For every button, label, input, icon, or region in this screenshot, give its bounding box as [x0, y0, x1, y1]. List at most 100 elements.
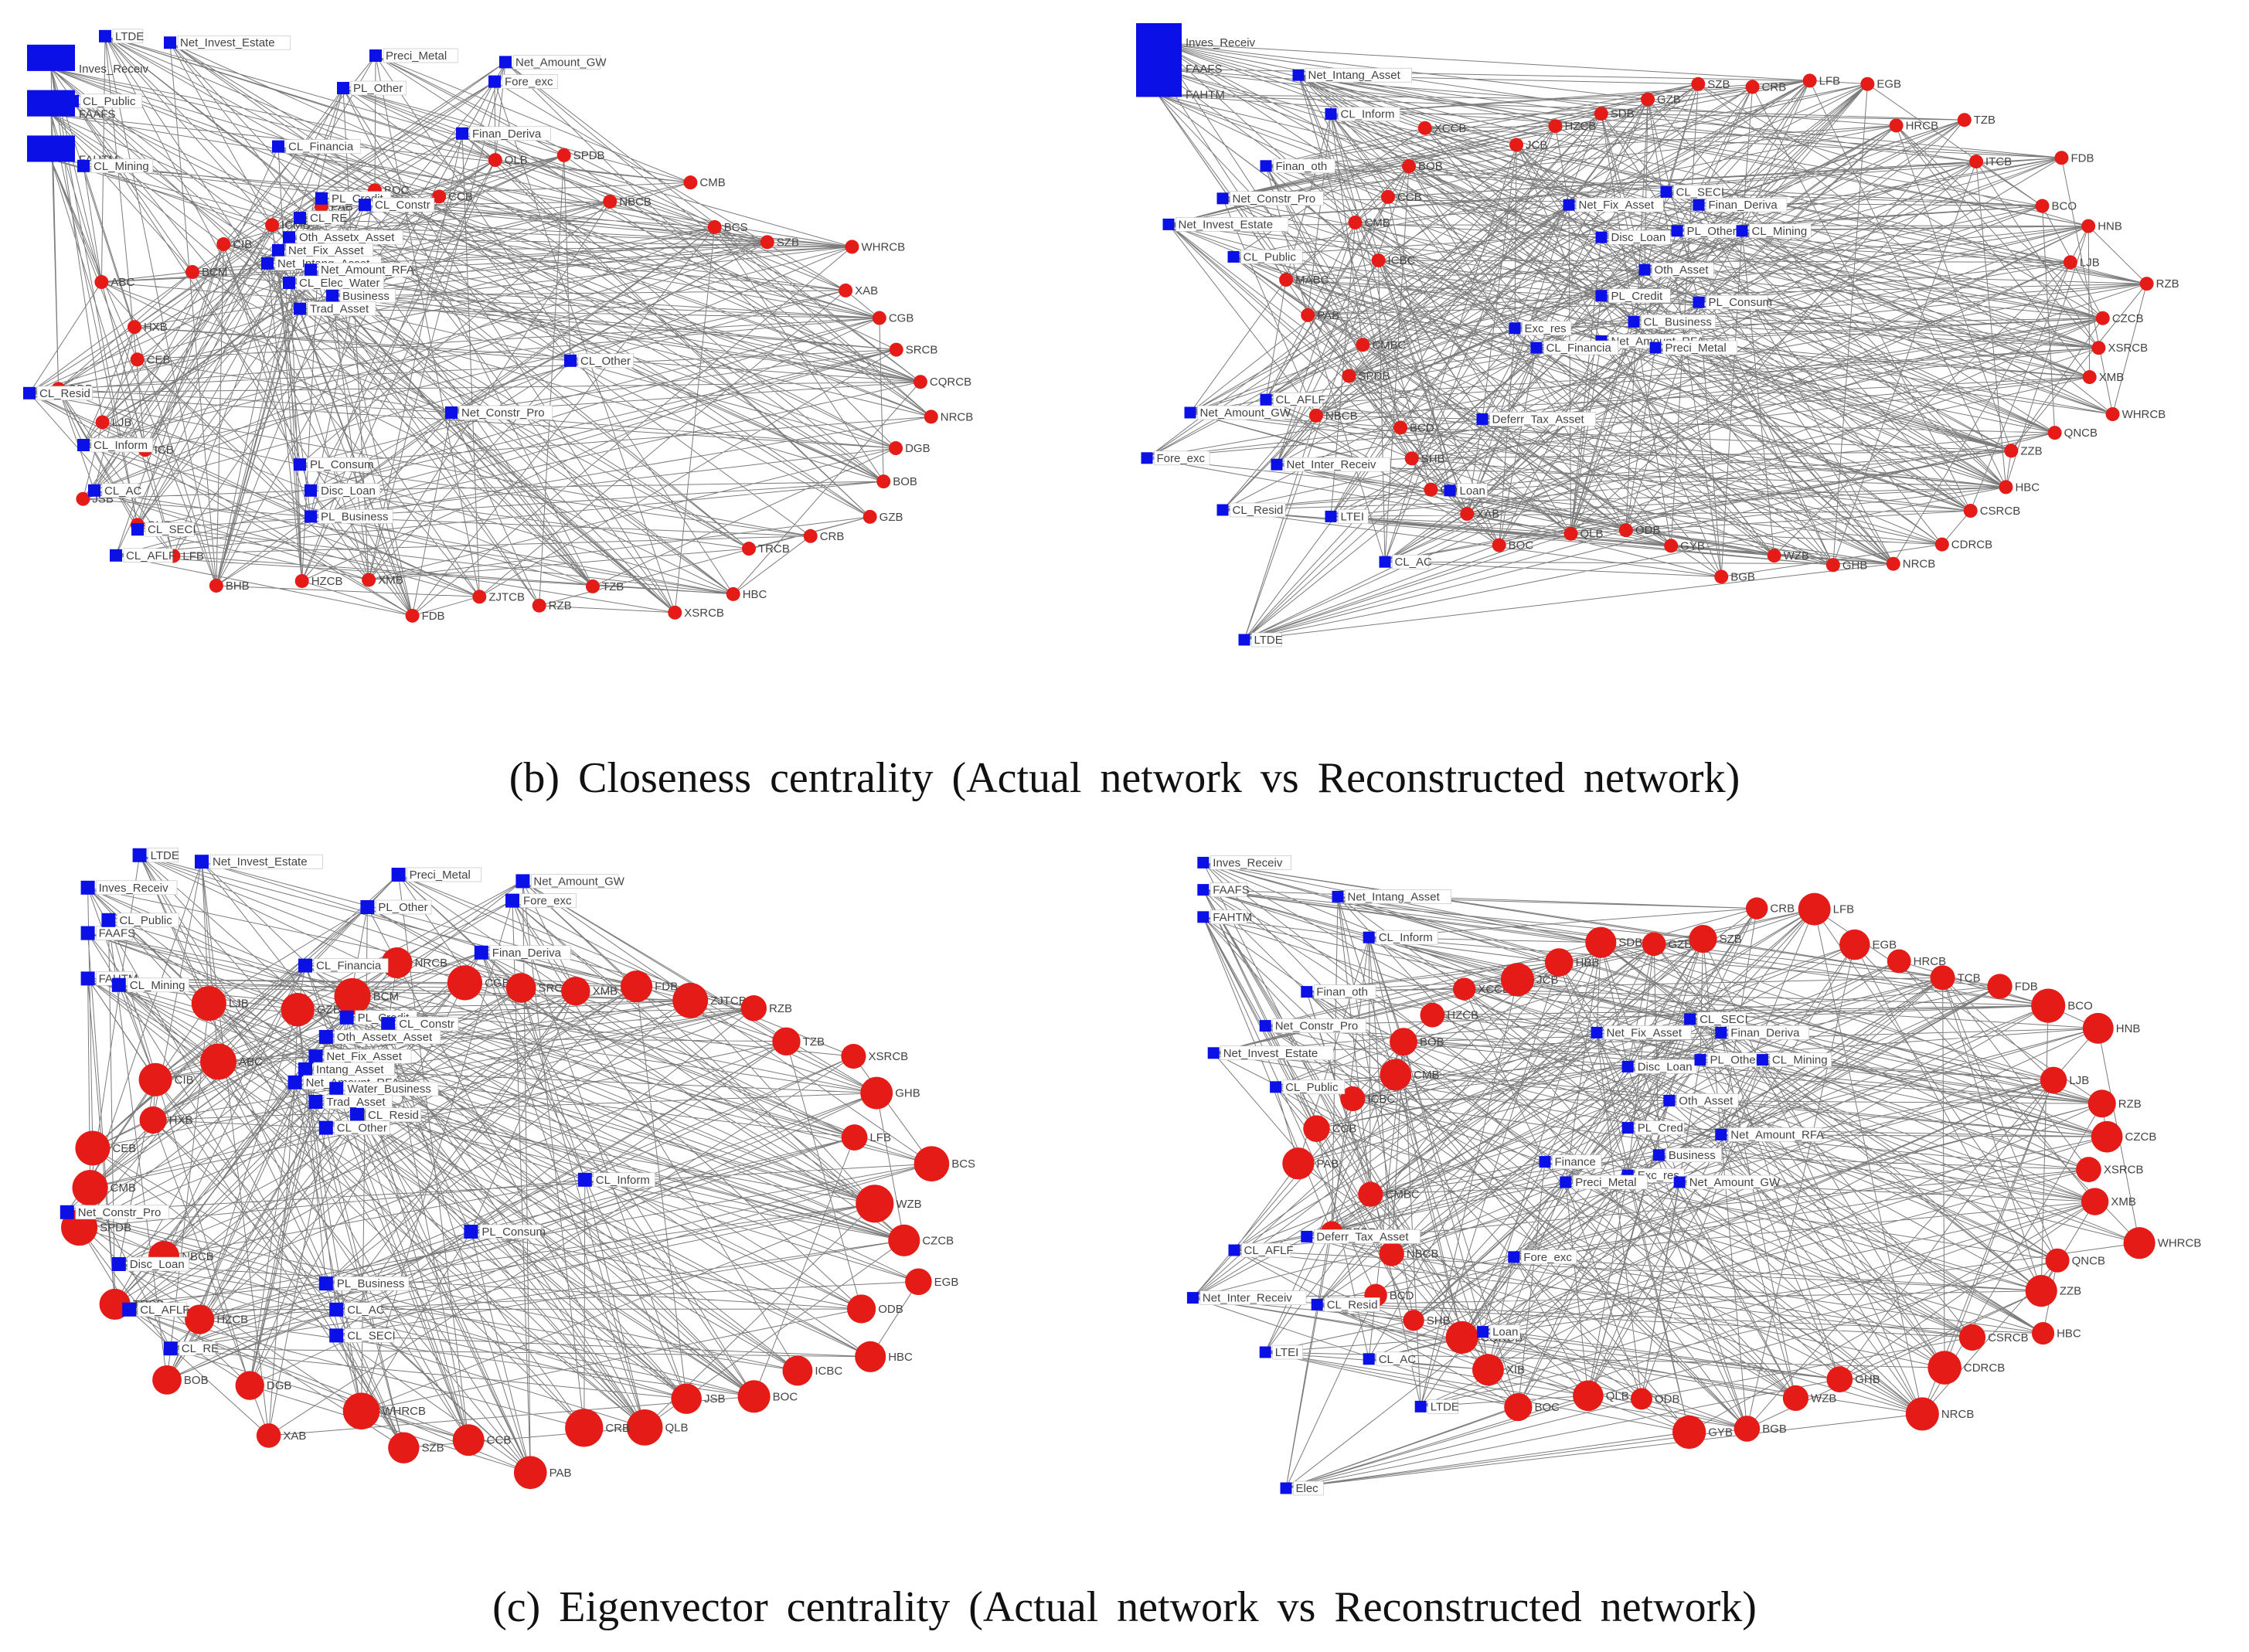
bank-node-label: NBCB	[1325, 410, 1358, 423]
asset-node: Fore_exc	[505, 893, 577, 908]
bank-node: BOC	[1504, 1392, 1560, 1422]
asset-label-bg	[209, 854, 323, 869]
bank-node-label: NBCB	[619, 195, 652, 209]
asset-label-bg	[80, 93, 143, 109]
asset-node-square	[1649, 342, 1662, 354]
asset-node-label: PL_Consum	[310, 458, 374, 471]
asset-node-label: LTEI	[1275, 1346, 1299, 1359]
asset-node: Net_Fix_Asset	[308, 1049, 412, 1064]
bank-node-circle	[856, 1185, 894, 1223]
bank-node-label: LJB	[2069, 1074, 2089, 1087]
asset-node-square	[1228, 1244, 1240, 1256]
bank-node-circle	[561, 977, 590, 1006]
asset-label-bg	[372, 197, 435, 212]
asset-node-label: Net_Constr_Pro	[78, 1206, 162, 1219]
asset-label-bg	[148, 848, 179, 863]
asset-node-square	[1271, 458, 1283, 471]
bank-node: CCB	[1380, 189, 1422, 204]
asset-node-square	[1238, 634, 1250, 646]
asset-label-bg	[117, 913, 179, 928]
bank-node-label: XMB	[2111, 1195, 2136, 1208]
bank-node-circle	[1472, 1354, 1504, 1386]
bank-node-label: BCM	[373, 990, 399, 1003]
asset-node-square	[99, 29, 111, 42]
bank-node: ABC	[200, 1043, 263, 1080]
bank-node: SZB	[1689, 924, 1742, 953]
bank-node: BOB	[1390, 1028, 1444, 1056]
asset-node-square	[164, 36, 176, 49]
asset-label-bg	[502, 74, 558, 89]
bank-node-label: BCO	[2052, 200, 2077, 213]
asset-label-bg	[365, 1107, 421, 1123]
bank-node: CMBC	[1358, 1181, 1420, 1207]
asset-node-square	[1162, 218, 1175, 230]
asset-node: Business	[326, 288, 396, 304]
asset-node: Disc_Loan	[305, 483, 381, 498]
bank-node: CRB	[1745, 897, 1795, 919]
asset-node-label: Fore_exc	[1523, 1251, 1572, 1264]
bank-node-label: HNB	[2116, 1022, 2141, 1035]
asset-node: Net_Fix_Asset	[1591, 1025, 1692, 1040]
bank-node-label: XSRCB	[2108, 342, 2148, 355]
bank-node-circle	[2025, 1275, 2057, 1307]
bank-node-label: FDB	[2070, 151, 2094, 165]
asset-node: CL_SECI	[1660, 185, 1724, 199]
asset-node: CL_Financia	[298, 958, 389, 973]
bank-node-label: CMB	[111, 1181, 136, 1195]
bank-node-label: XSRCB	[869, 1050, 909, 1063]
bank-node-label: TZB	[1974, 114, 1996, 127]
bank-node-circle	[2095, 311, 2110, 325]
asset-node-label: Finan_Deriva	[492, 947, 562, 960]
asset-node-label: LTDE	[1254, 634, 1283, 647]
bank-node-label: ZZB	[2020, 444, 2042, 457]
asset-node: CL_Financia	[272, 139, 361, 154]
bank-node-circle	[95, 415, 110, 430]
asset-node-square	[1227, 250, 1240, 263]
asset-node-square	[391, 868, 406, 882]
asset-node-label: Intang_Asset	[316, 1063, 384, 1076]
asset-node-label: CL_Inform	[596, 1174, 650, 1187]
asset-node: CL_AFLF	[1260, 392, 1325, 407]
bank-node-label: TZB	[602, 580, 624, 593]
asset-node: CL_Resid	[23, 386, 93, 401]
asset-label-bg	[376, 899, 432, 915]
bank-node: QLB	[488, 153, 528, 168]
bank-node: WZB	[1782, 1385, 1836, 1412]
asset-node-square	[1311, 1298, 1323, 1310]
bank-node-circle	[1839, 929, 1870, 960]
asset-label-bg	[1608, 288, 1671, 304]
bank-node-circle	[488, 153, 502, 168]
asset-node-square	[1184, 406, 1196, 419]
bank-node: HBC	[855, 1341, 913, 1372]
bank-node: RZB	[2139, 277, 2179, 291]
asset-node-square	[294, 458, 306, 471]
bank-node-circle	[2047, 426, 2062, 440]
bank-node-label: EGB	[934, 1276, 959, 1289]
asset-node: PL_Cred	[1621, 1120, 1685, 1135]
bank-node-circle	[2035, 199, 2050, 213]
asset-label-bg	[127, 977, 189, 993]
asset-label-bg	[1662, 340, 1737, 355]
asset-node: CL_Mining	[1756, 1052, 1832, 1067]
asset-node-square	[1756, 1054, 1768, 1066]
asset-node-label: Finance	[1555, 1156, 1596, 1169]
bank-node-label: HBC	[2015, 481, 2040, 494]
bank-node-label: RZB	[549, 600, 572, 613]
bank-node-circle	[2139, 277, 2154, 291]
bank-node-circle	[1745, 897, 1768, 919]
asset-node-label: Net_Invest_Estate	[1223, 1047, 1318, 1060]
asset-node-square	[308, 1049, 323, 1064]
asset-label-bg	[1210, 882, 1247, 897]
bank-node-circle	[1308, 408, 1323, 423]
asset-node-label: PL_Business	[321, 510, 389, 523]
bank-node-label: FDB	[422, 610, 445, 623]
bank-node: HBB	[1544, 948, 1599, 977]
bank-node-circle	[381, 947, 413, 979]
asset-node-square	[77, 439, 90, 451]
bank-node-label: GZB	[1668, 938, 1692, 951]
asset-node-square	[577, 1172, 592, 1187]
bank-node-label: PAB	[1317, 309, 1339, 322]
